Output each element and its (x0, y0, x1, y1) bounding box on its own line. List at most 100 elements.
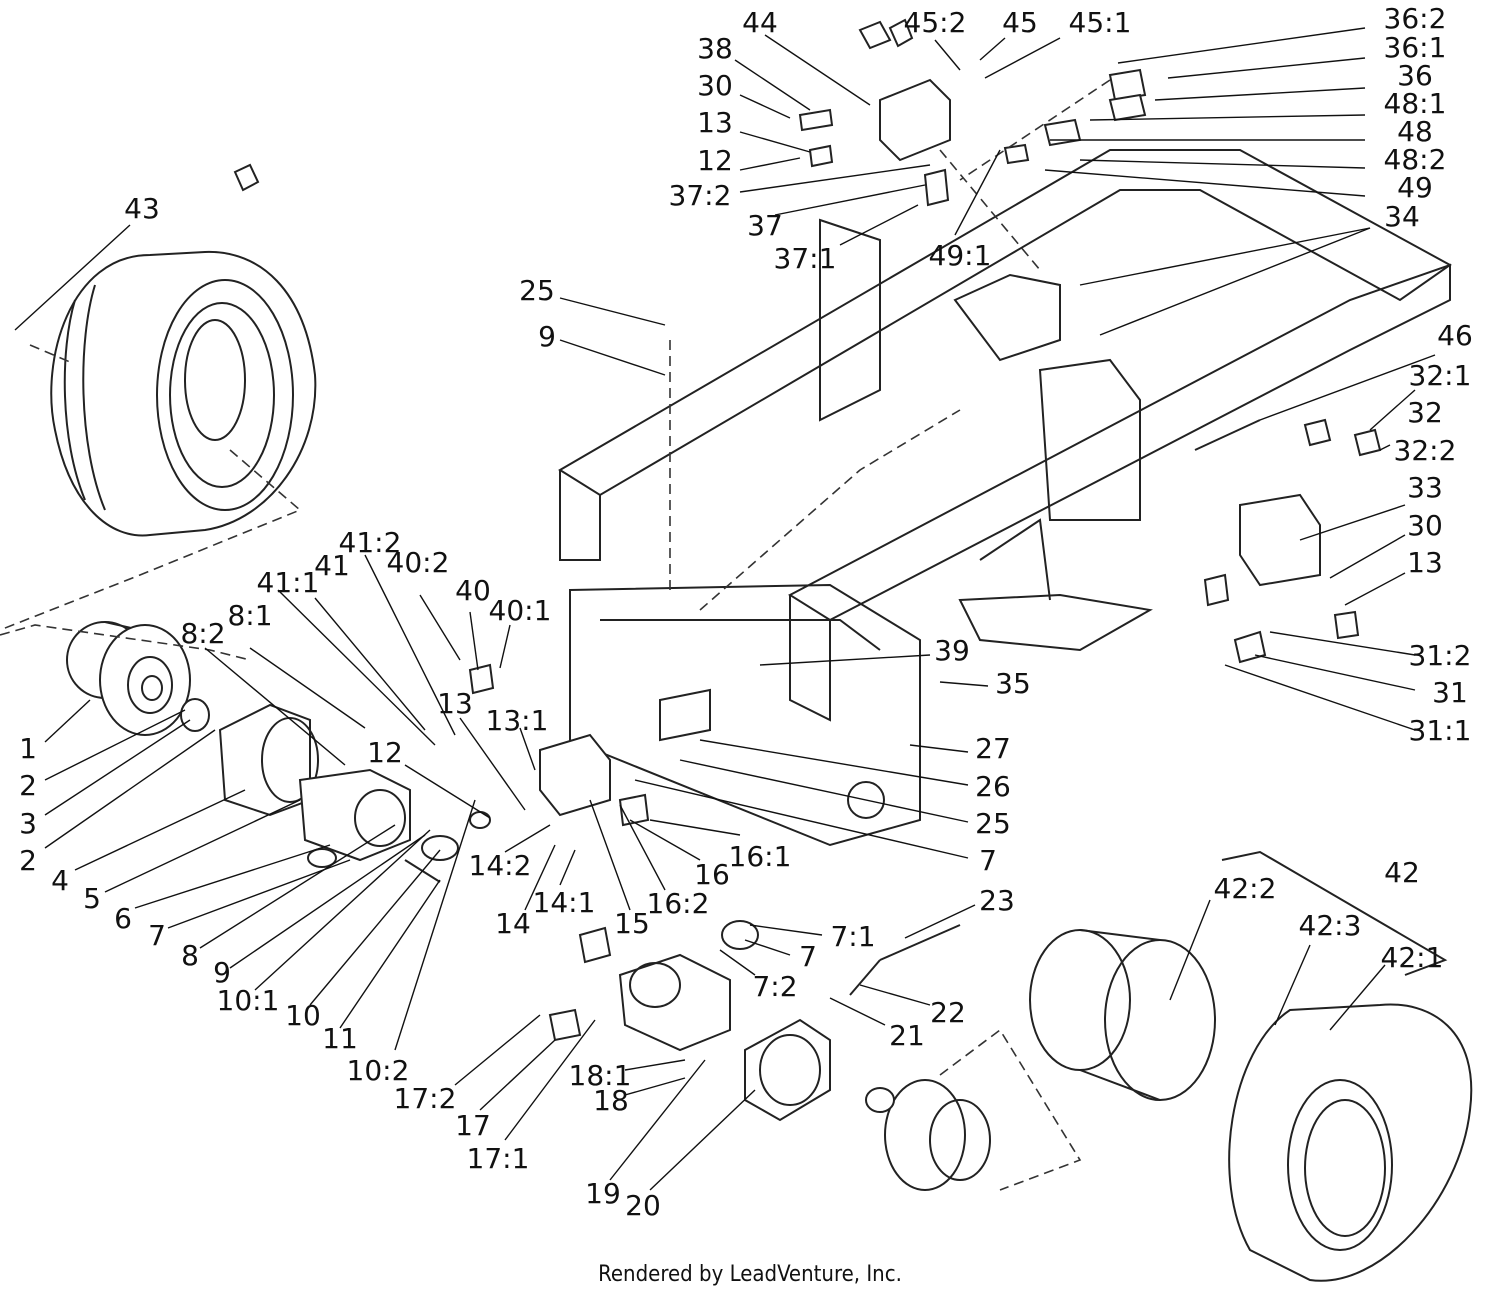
callout-label: 14:2 (469, 849, 532, 882)
callout-label: 40:1 (489, 594, 552, 627)
callout-label: 37 (747, 209, 783, 242)
callout-label: 13 (437, 687, 473, 720)
callout-label: 25 (975, 807, 1011, 840)
callout-label: 45:2 (904, 6, 967, 39)
callout-label: 13 (1407, 546, 1443, 579)
callout-label: 49 (1397, 171, 1433, 204)
callout-label: 2 (19, 769, 37, 802)
callout-label: 45:1 (1069, 6, 1132, 39)
right-valve-assembly (1194, 418, 1382, 664)
callout-label: 30 (697, 69, 733, 102)
callout-label: 8:1 (227, 599, 272, 632)
left-tire-assembly (0, 250, 317, 631)
callout-label: 12 (367, 736, 403, 769)
callout-label: 8 (181, 939, 199, 972)
callout-label: 46 (1437, 319, 1473, 352)
callout-label: 48 (1397, 115, 1433, 148)
callout-label: 22 (930, 996, 966, 1029)
upper-valve-assembly (233, 18, 1147, 271)
callout-label: 36:1 (1384, 31, 1447, 64)
callout-label: 41 (314, 549, 350, 582)
callout-label: 48:1 (1384, 87, 1447, 120)
callout-label: 17 (455, 1109, 491, 1142)
callout-label: 27 (975, 732, 1011, 765)
callout-label: 16:2 (647, 887, 710, 920)
callout-label: 17:2 (394, 1082, 457, 1115)
callout-label: 40:2 (387, 546, 450, 579)
callout-label: 26 (975, 770, 1011, 803)
callout-label: 10:2 (347, 1054, 410, 1087)
callout-label: 40 (455, 574, 491, 607)
callout-label: 44 (742, 6, 778, 39)
callout-label: 16 (694, 858, 730, 891)
callout-label: 1 (19, 732, 37, 765)
callout-label: 34 (1384, 200, 1420, 233)
callout-label: 42:2 (1214, 872, 1277, 905)
callout-label: 7 (148, 919, 166, 952)
callout-label: 42 (1384, 856, 1420, 889)
callout-label: 30 (1407, 509, 1443, 542)
callout-label: 6 (114, 902, 132, 935)
callout-label: 37:2 (669, 179, 732, 212)
callout-label: 25 (519, 274, 555, 307)
callout-label: 13:1 (486, 704, 549, 737)
callout-label: 19 (585, 1177, 621, 1210)
callout-label: 10 (285, 999, 321, 1032)
callout-label: 18 (593, 1084, 629, 1117)
central-valve-block (468, 663, 650, 827)
callout-label: 15 (614, 907, 650, 940)
callout-label: 16:1 (729, 840, 792, 873)
callout-label: 21 (889, 1019, 925, 1052)
callout-label: 49:1 (929, 239, 992, 272)
callout-label: 45 (1002, 6, 1038, 39)
callout-label: 36:2 (1384, 2, 1447, 35)
callout-label: 36 (1397, 59, 1433, 92)
callout-labels: 43 44 45:2 45 45:1 38 30 13 12 37:2 37 3… (19, 2, 1473, 1222)
callout-label: 2 (19, 844, 37, 877)
callout-label: 38 (697, 32, 733, 65)
callout-label: 13 (697, 106, 733, 139)
callout-label: 5 (83, 882, 101, 915)
callout-label: 35 (995, 667, 1031, 700)
callout-label: 31:1 (1409, 714, 1472, 747)
callout-label: 7 (979, 844, 997, 877)
callout-label: 31 (1432, 676, 1468, 709)
callout-label: 10:1 (217, 984, 280, 1017)
leader-lines (14, 27, 1436, 1191)
callout-label: 4 (51, 864, 69, 897)
callout-label: 32 (1407, 396, 1443, 429)
callout-label: 42:1 (1381, 941, 1444, 974)
callout-label: 31:2 (1409, 639, 1472, 672)
callout-label: 33 (1407, 471, 1443, 504)
callout-label: 18:1 (569, 1059, 632, 1092)
right-wheel-assembly (865, 850, 1473, 1282)
left-wheel-hub (0, 621, 251, 736)
callout-label: 41:2 (339, 526, 402, 559)
callout-label: 14 (495, 907, 531, 940)
callout-label: 3 (19, 807, 37, 840)
callout-label: 7 (799, 940, 817, 973)
callout-label: 32:2 (1394, 434, 1457, 467)
callout-label: 20 (625, 1189, 661, 1222)
callout-label: 32:1 (1409, 359, 1472, 392)
callout-label: 12 (697, 144, 733, 177)
callout-label: 8:2 (180, 617, 225, 650)
callout-label: 7:2 (752, 970, 797, 1003)
callout-label: 9 (213, 956, 231, 989)
callout-label: 9 (538, 320, 556, 353)
footer-credit: Rendered by LeadVenture, Inc. (598, 1262, 902, 1287)
main-frame (558, 149, 1452, 847)
callout-label: 41:1 (257, 566, 320, 599)
callout-label: 11 (322, 1022, 358, 1055)
callout-label: 23 (979, 884, 1015, 917)
callout-label: 14:1 (533, 886, 596, 919)
callout-label: 39 (934, 634, 970, 667)
callout-label: 37:1 (774, 242, 837, 275)
right-motor-assembly (548, 920, 961, 1122)
callout-label: 42:3 (1299, 909, 1362, 942)
callout-label: 7:1 (830, 920, 875, 953)
callout-label: 17:1 (467, 1142, 530, 1175)
callout-label: 48:2 (1384, 143, 1447, 176)
callout-label: 43 (124, 192, 160, 225)
